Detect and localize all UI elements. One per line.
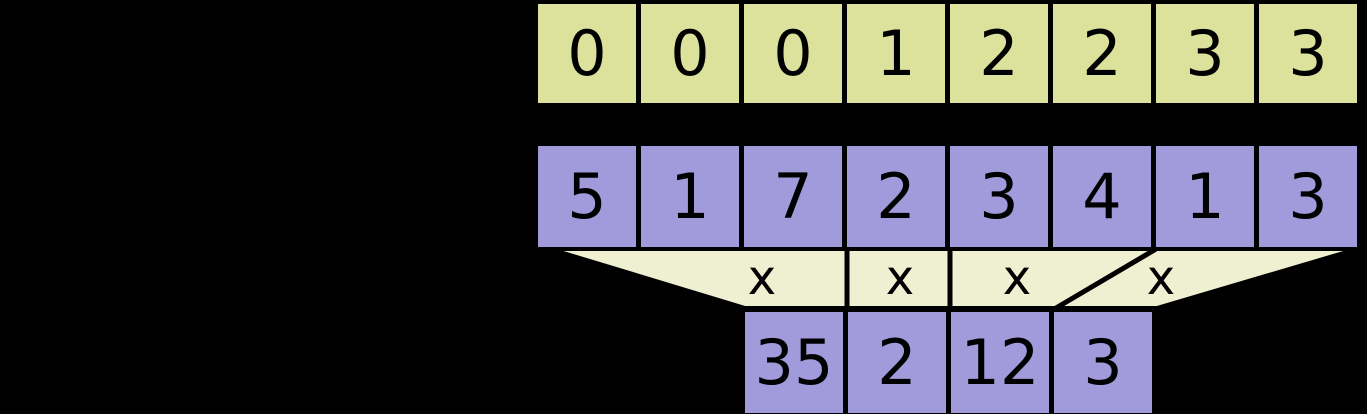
segment-id-cell: 0	[744, 4, 842, 103]
segment-ids-row: 0 0 0 1 2 2 3 3	[538, 4, 1357, 103]
segment-id-cell: 3	[1156, 4, 1254, 103]
results-row: 35 2 12 3	[745, 312, 1152, 413]
values-row: 5 1 7 2 3 4 1 3	[538, 146, 1357, 247]
result-cell: 2	[848, 312, 946, 413]
result-cell: 12	[951, 312, 1049, 413]
segment-id-cell: 2	[1053, 4, 1151, 103]
value-cell: 1	[1156, 146, 1254, 247]
segment-id-cell: 1	[847, 4, 945, 103]
multiply-operator: x	[747, 250, 777, 306]
result-cell: 35	[745, 312, 843, 413]
segment-id-cell: 3	[1259, 4, 1357, 103]
value-cell: 3	[950, 146, 1048, 247]
segment-id-cell: 0	[641, 4, 739, 103]
value-cell: 1	[641, 146, 739, 247]
multiply-operator: x	[885, 250, 915, 306]
value-cell: 5	[538, 146, 636, 247]
funnel-divider-slanted	[1054, 247, 1158, 311]
multiply-operator: x	[1002, 250, 1032, 306]
funnel-trapezoid	[549, 247, 1358, 310]
value-cell: 3	[1259, 146, 1357, 247]
segment-id-cell: 0	[538, 4, 636, 103]
value-cell: 7	[744, 146, 842, 247]
result-cell: 3	[1054, 312, 1152, 413]
value-cell: 2	[847, 146, 945, 247]
multiply-operator: x	[1146, 250, 1176, 306]
value-cell: 4	[1053, 146, 1151, 247]
funnel-shape	[549, 247, 1358, 311]
segment-id-cell: 2	[950, 4, 1048, 103]
